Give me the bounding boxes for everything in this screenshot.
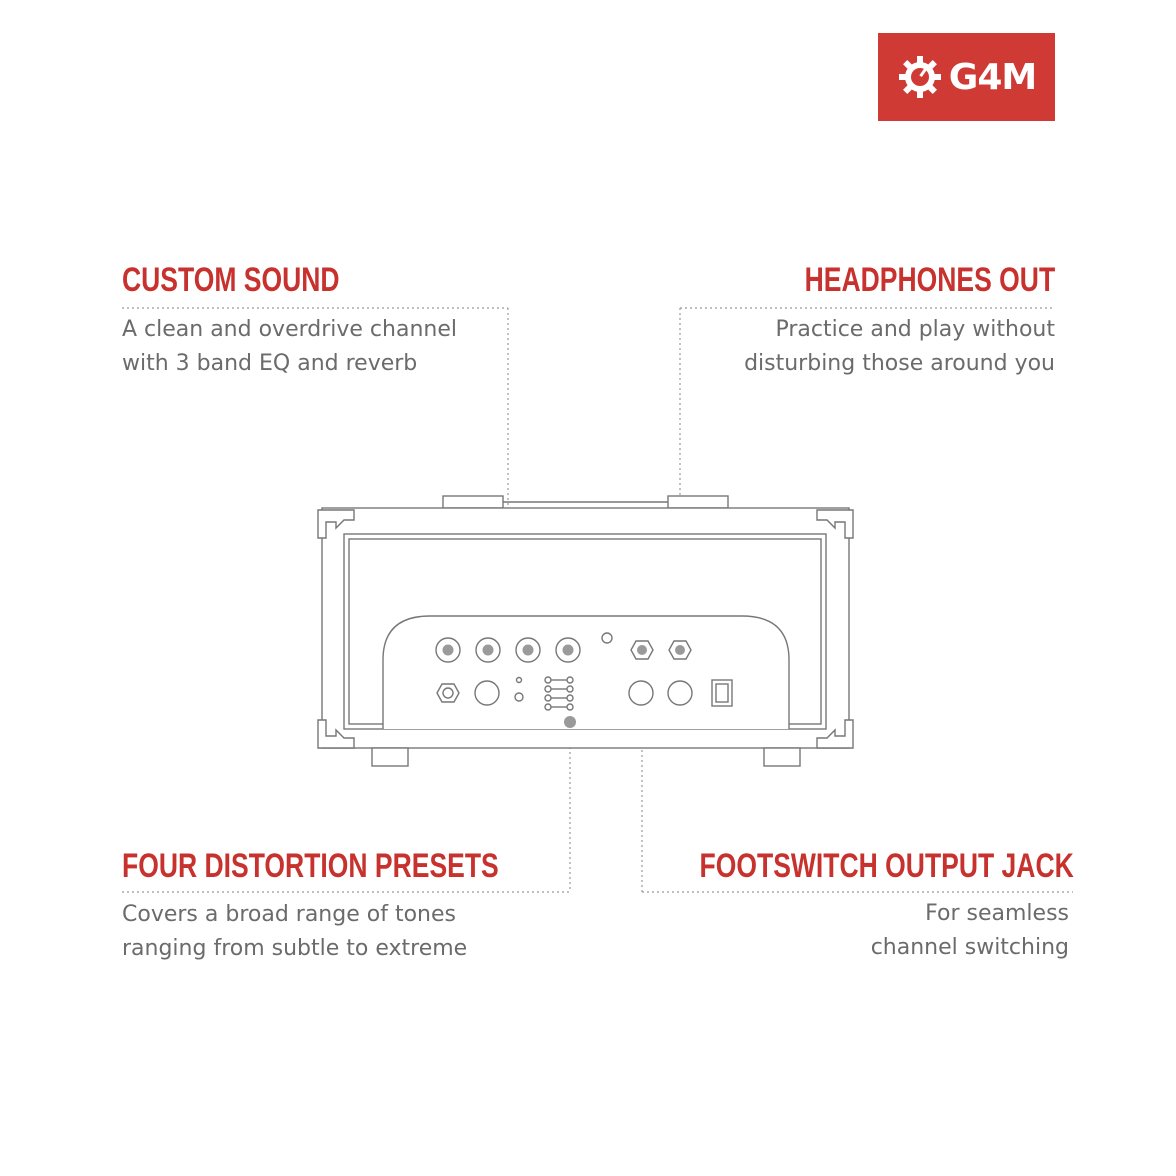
volume-knob	[628, 680, 654, 706]
channel-knob	[474, 680, 500, 706]
foot-right	[763, 747, 801, 767]
foot-left	[371, 747, 409, 767]
eq-knob-1	[435, 637, 461, 663]
distortion-presets-line-1: Covers a broad range of tones	[122, 902, 456, 927]
channel-led-2	[514, 692, 524, 702]
control-panel-components	[435, 632, 733, 728]
corner-top-right	[816, 509, 854, 539]
eq-knob-4	[555, 637, 581, 663]
footswitch-jack-description: For seamless channel switching	[871, 897, 1069, 965]
custom-sound-title: CUSTOM SOUND	[122, 261, 340, 299]
custom-sound-description: A clean and overdrive channel with 3 ban…	[122, 313, 457, 381]
footswitch-jack-title: FOOTSWITCH OUTPUT JACK	[699, 847, 1074, 885]
eq-knob-2	[475, 637, 501, 663]
corner-bottom-right	[816, 719, 854, 749]
control-panel	[382, 615, 790, 729]
footswitch-jack-line-1: For seamless	[925, 901, 1069, 926]
headphones-out-title: HEADPHONES OUT	[804, 261, 1055, 299]
preset-callout-dot	[564, 716, 576, 728]
distortion-presets-description: Covers a broad range of tones ranging fr…	[122, 898, 467, 966]
custom-sound-line-1: A clean and overdrive channel	[122, 317, 457, 342]
gain-knob	[667, 680, 693, 706]
handle-mount-right	[667, 495, 729, 509]
headphones-out-description: Practice and play without disturbing tho…	[744, 313, 1055, 381]
distortion-presets-line-2: ranging from subtle to extreme	[122, 936, 468, 961]
preset-selector	[544, 676, 574, 711]
custom-sound-line-2: with 3 band EQ and reverb	[122, 351, 418, 376]
headphones-out-line-1: Practice and play without	[775, 317, 1055, 342]
channel-led-1	[515, 676, 523, 684]
footswitch-jack-line-2: channel switching	[870, 935, 1069, 960]
handle-mount-left	[442, 495, 504, 509]
brand-logo: G4M	[878, 33, 1055, 121]
indicator-led	[601, 632, 613, 644]
distortion-presets-title: FOUR DISTORTION PRESETS	[122, 847, 499, 885]
corner-top-left	[317, 509, 355, 539]
input-jack	[436, 683, 460, 703]
eq-knob-3	[515, 637, 541, 663]
gear-knob-icon	[898, 56, 941, 98]
corner-bottom-left	[317, 719, 355, 749]
headphones-out-line-2: disturbing those around you	[744, 351, 1055, 376]
brand-name: G4M	[948, 56, 1037, 98]
power-switch	[711, 679, 733, 707]
headphones-jack	[668, 640, 692, 660]
footswitch-jack	[630, 640, 654, 660]
amplifier-head	[317, 495, 854, 767]
